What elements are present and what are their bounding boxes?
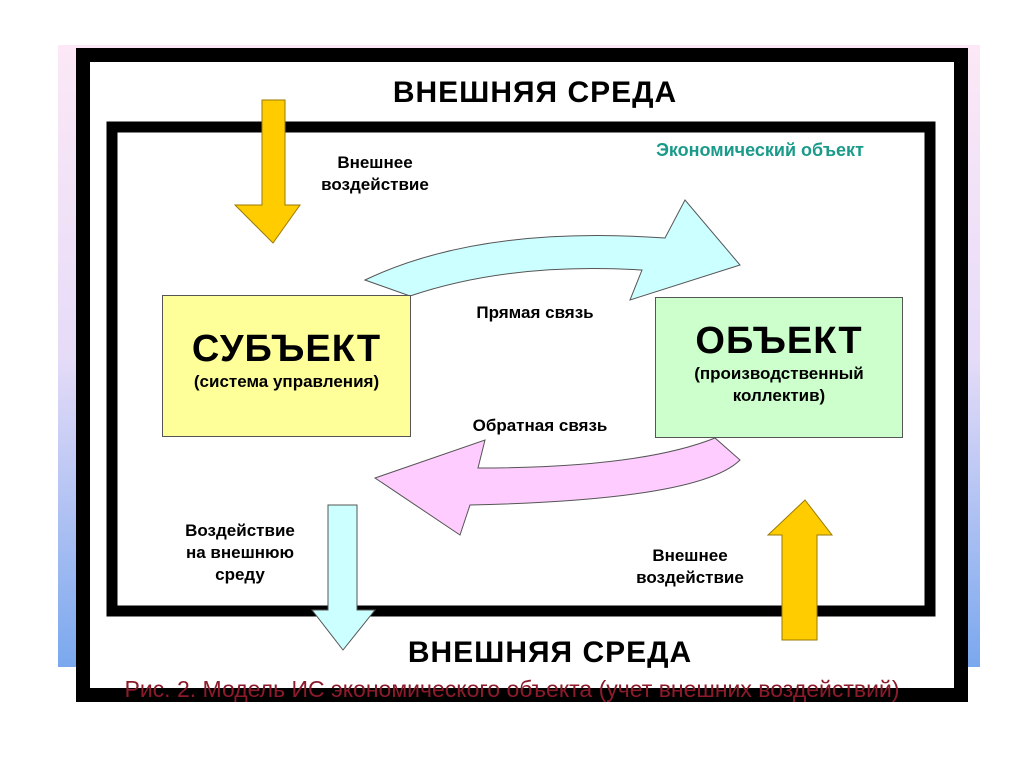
external-impact-arrow-top [233, 99, 301, 244]
figure-caption: Рис. 2. Модель ИС экономического объекта… [124, 676, 900, 702]
economic-object-label: Экономический объект [656, 140, 864, 160]
subject-box: СУБЪЕКТ (система управления) [162, 295, 411, 437]
direct-link-label: Прямая связь [476, 303, 594, 322]
object-box: ОБЪЕКТ (производственный коллектив) [655, 297, 903, 438]
line: воздействие [636, 568, 744, 587]
impact-on-env-label: Воздействие на внешнюю среду [155, 520, 325, 586]
line: среду [215, 565, 265, 584]
external-impact-label-bottom: Внешнее воздействие [610, 545, 770, 589]
object-subtitle: коллектив) [732, 386, 826, 405]
feedback-link-arrow [373, 437, 741, 536]
inner-frame [106, 121, 936, 617]
external-env-top: ВНЕШНЯЯ СРЕДА [392, 76, 678, 109]
direct-link-arrow [363, 199, 741, 301]
impact-on-env-arrow [310, 504, 377, 651]
line: воздействие [321, 175, 429, 194]
external-impact-label-top: Внешнее воздействие [295, 152, 455, 196]
line: Внешнее [337, 153, 413, 172]
line: Воздействие [185, 521, 295, 540]
line: на внешнюю [185, 543, 295, 562]
external-impact-arrow-bottom [766, 499, 834, 641]
feedback-link-label: Обратная связь [472, 416, 608, 435]
line: Внешнее [652, 546, 728, 565]
external-env-bottom: ВНЕШНЯЯ СРЕДА [407, 636, 693, 669]
subject-subtitle: (система управления) [193, 372, 380, 391]
outer-frame [76, 48, 968, 702]
object-title: ОБЪЕКТ [695, 320, 863, 362]
object-subtitle: (производственный [694, 364, 864, 383]
subject-title: СУБЪЕКТ [191, 328, 382, 370]
